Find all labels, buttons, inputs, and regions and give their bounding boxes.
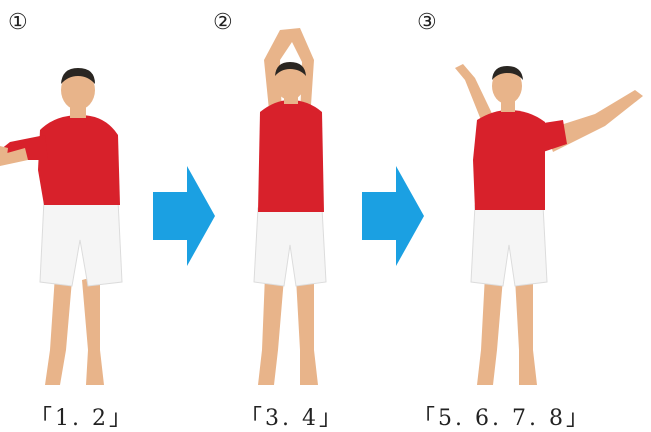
step-2-count: 「3. 4」 bbox=[240, 406, 344, 431]
person-figure-step-1 bbox=[0, 68, 123, 385]
step-3-number: ③ bbox=[417, 10, 437, 35]
person-figure-step-3 bbox=[455, 64, 643, 385]
step-1-number: ① bbox=[8, 10, 28, 35]
step-2-number: ② bbox=[213, 10, 233, 35]
person-figure-step-2 bbox=[253, 28, 327, 385]
step-3-count: 「5. 6. 7. 8」 bbox=[413, 406, 591, 431]
right-arrow-icon bbox=[362, 166, 424, 266]
right-arrow-icon bbox=[153, 166, 215, 266]
step-1-count: 「1. 2」 bbox=[30, 406, 134, 431]
